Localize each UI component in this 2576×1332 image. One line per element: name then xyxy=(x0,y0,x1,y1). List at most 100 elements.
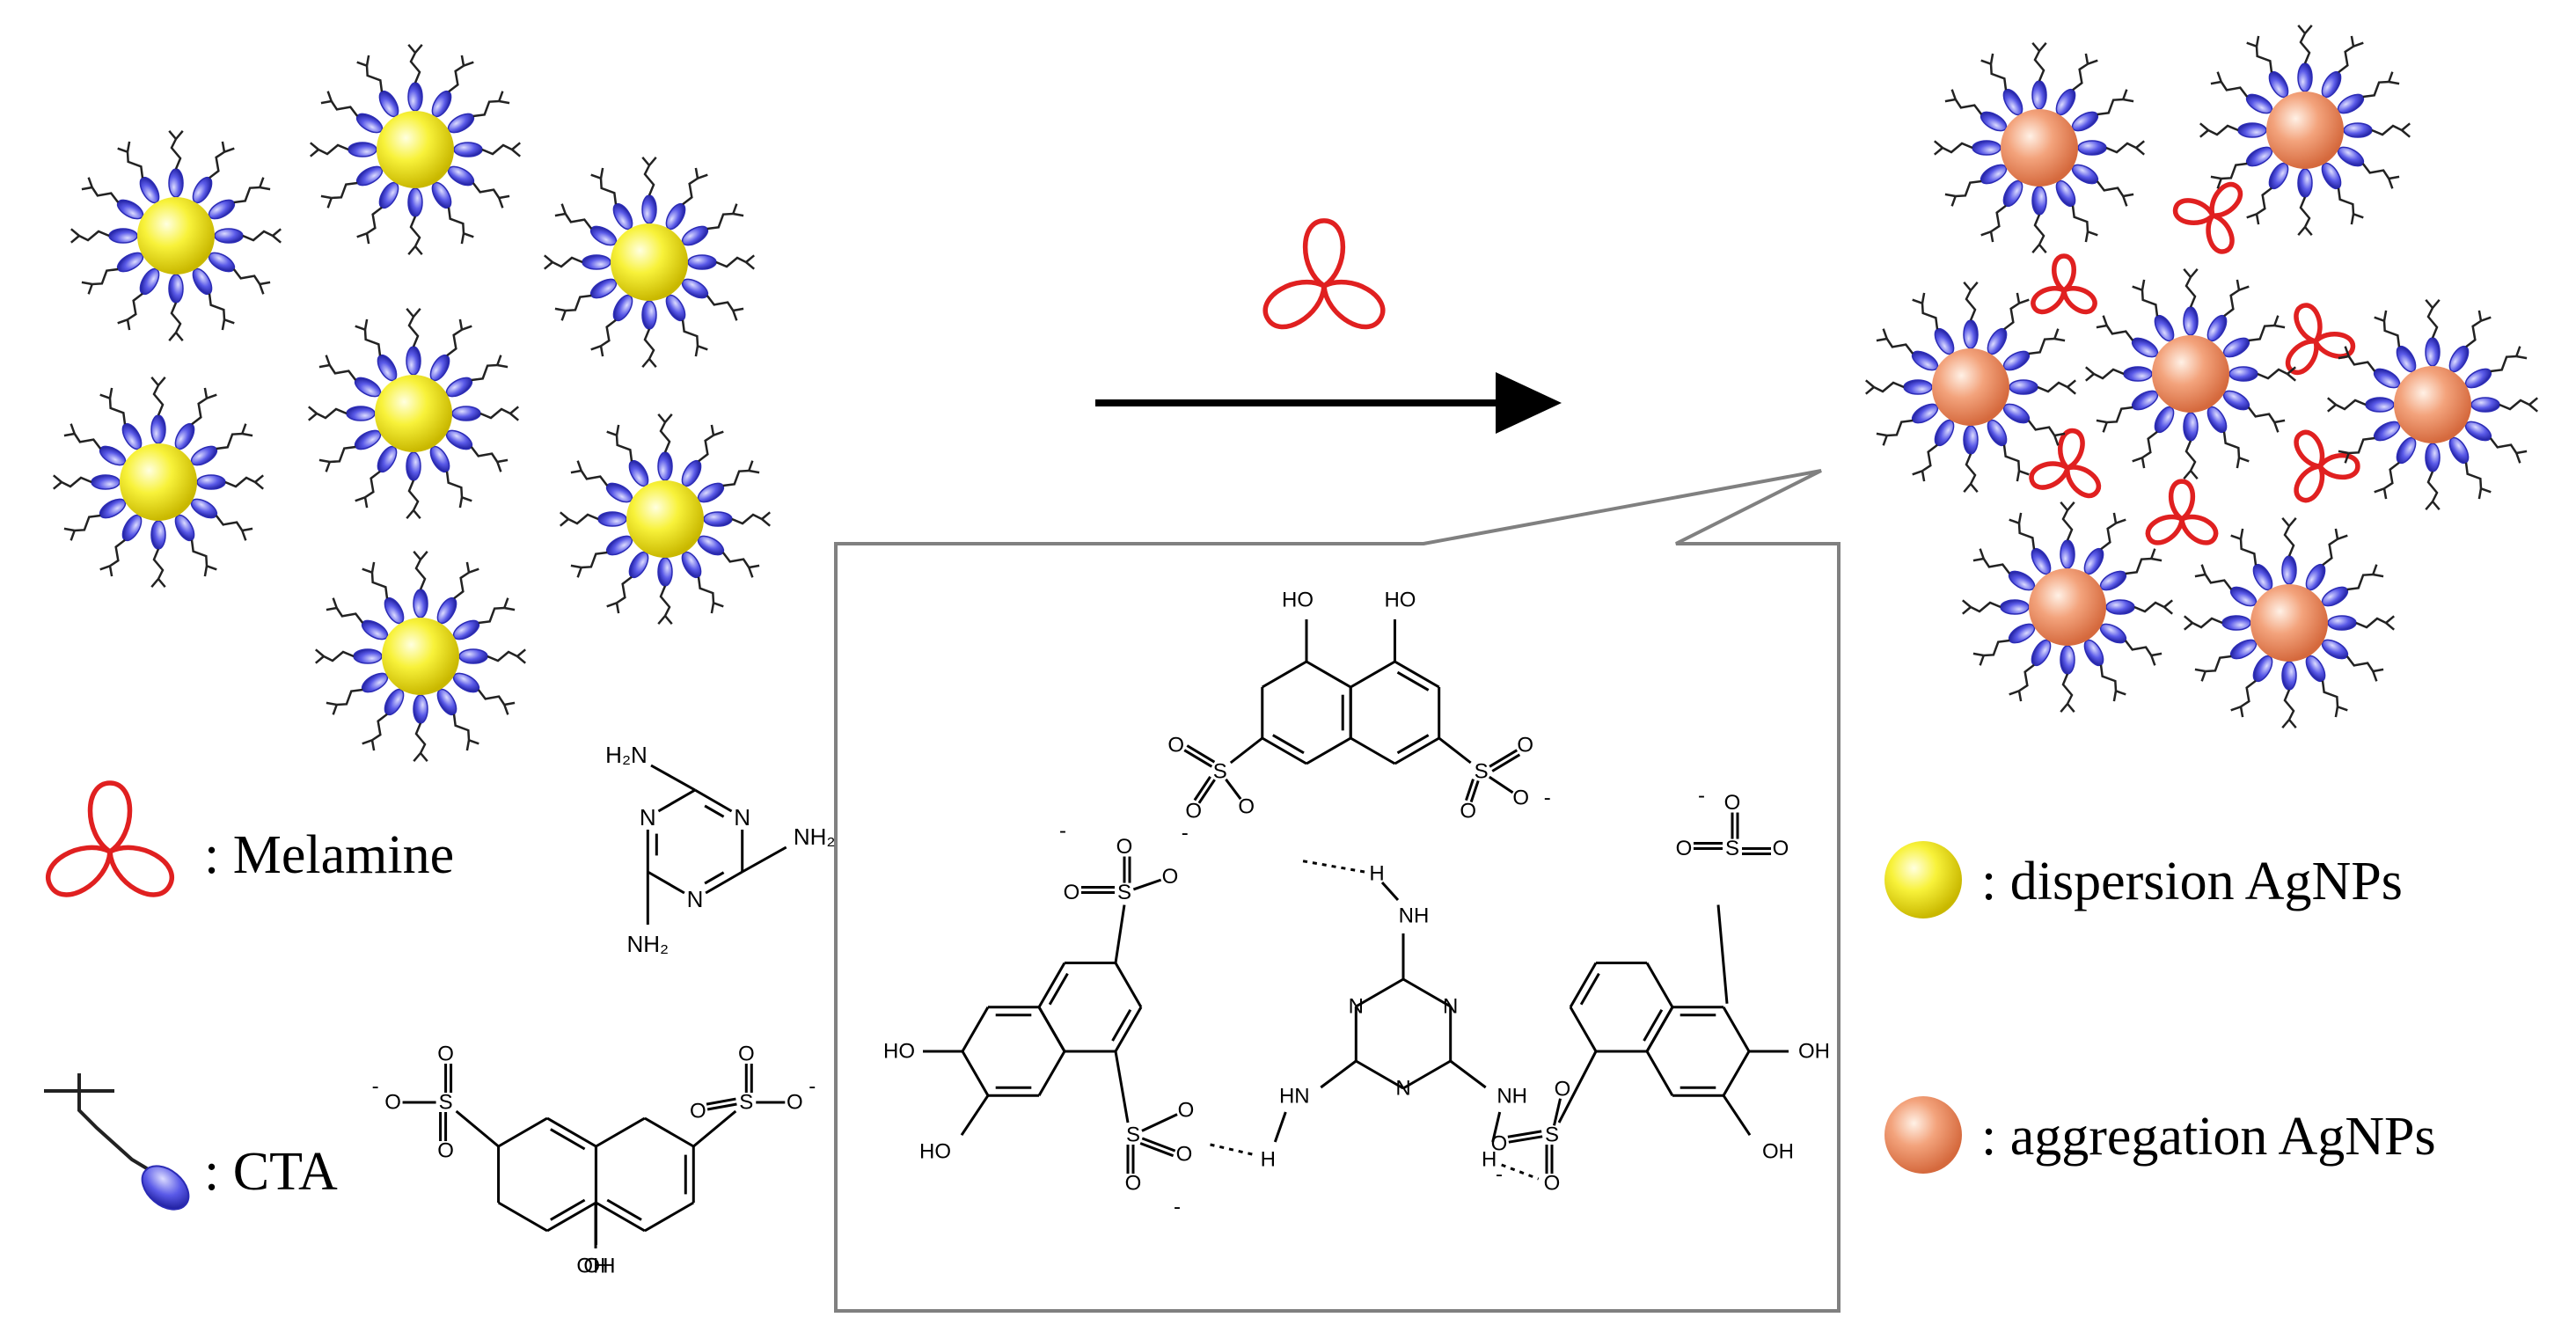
ligand xyxy=(2228,366,2296,382)
ligand xyxy=(657,557,673,625)
ligand xyxy=(1934,140,2002,156)
particle-core xyxy=(2266,91,2344,169)
ligand xyxy=(2132,406,2175,469)
melamine-bridge xyxy=(2029,428,2101,499)
ligand xyxy=(208,252,271,295)
aggregation-particle xyxy=(2199,25,2411,236)
ligand xyxy=(2071,164,2134,207)
hydroxyl-label: HO xyxy=(1282,589,1314,612)
ligand xyxy=(2230,528,2273,591)
ligand xyxy=(560,511,627,527)
ligand xyxy=(1912,419,1955,482)
ligand xyxy=(2338,346,2401,389)
ligand xyxy=(2194,639,2258,682)
ligand xyxy=(665,294,708,357)
ligand xyxy=(697,535,760,578)
ligand xyxy=(63,498,127,541)
ligand xyxy=(2338,421,2401,464)
hydroxyl-label: OH xyxy=(1798,1040,1830,1064)
ligand xyxy=(1865,379,1933,395)
ligand xyxy=(150,377,166,444)
aggregation-particle xyxy=(2184,517,2395,728)
hydroxyl-label: HO xyxy=(883,1040,915,1064)
ligand xyxy=(1962,599,2030,615)
oxygen-label: O xyxy=(1676,837,1693,860)
ligand xyxy=(429,318,472,382)
particle-core xyxy=(375,375,452,452)
trefoil-loop-icon xyxy=(46,780,174,897)
ligand xyxy=(1980,53,2023,116)
ligand xyxy=(2096,315,2159,358)
ligand xyxy=(2327,615,2395,631)
particle-core xyxy=(377,111,454,188)
ligand xyxy=(2099,548,2163,591)
particle-core xyxy=(626,480,704,558)
ligand xyxy=(681,424,724,487)
ligand xyxy=(2448,310,2492,373)
melamine-loop xyxy=(1262,218,1386,330)
particle-core xyxy=(2250,584,2328,662)
ligand xyxy=(697,460,760,503)
ligand xyxy=(1972,548,2036,591)
particle-core xyxy=(120,443,197,521)
ligand xyxy=(2230,655,2273,718)
ligand xyxy=(362,561,405,625)
dispersion-particle xyxy=(544,157,755,368)
ligand xyxy=(318,429,382,472)
ligand xyxy=(544,254,611,270)
amine-label: HN xyxy=(1279,1085,1310,1109)
nitrogen-label: N xyxy=(1443,995,1458,1019)
ligand xyxy=(53,474,121,490)
ligand xyxy=(70,228,138,244)
yellow-sphere-icon xyxy=(1884,841,1962,918)
ligand xyxy=(320,91,384,134)
ligand xyxy=(2083,639,2126,702)
ligand xyxy=(2464,346,2528,389)
ligand xyxy=(2183,412,2199,479)
ligand xyxy=(326,672,389,715)
ligand xyxy=(1963,282,1979,349)
hydrogen-label: H xyxy=(1261,1148,1276,1172)
oxygen-label: O xyxy=(1491,1132,1508,1156)
ligand xyxy=(453,142,521,157)
melamine-loop xyxy=(46,780,174,897)
oxygen-label: O xyxy=(1116,835,1133,859)
ligand xyxy=(1876,328,1939,371)
ligand xyxy=(2246,35,2289,99)
ligand xyxy=(681,203,744,246)
ligand xyxy=(2337,71,2400,114)
ligand xyxy=(362,688,405,751)
ligand xyxy=(2060,501,2075,569)
sulfur-label: S xyxy=(1725,837,1739,860)
ligand xyxy=(2327,397,2395,413)
ligand xyxy=(590,167,633,231)
particle-core xyxy=(137,197,215,274)
hydroxyl-label: HO xyxy=(919,1140,951,1164)
particle-core xyxy=(2029,568,2106,646)
ligand xyxy=(168,130,184,198)
hydroxyl-label: OH xyxy=(1762,1140,1794,1164)
cta-legend-label: : CTA xyxy=(204,1142,338,1202)
ligand xyxy=(2222,315,2286,358)
aggregation-particles xyxy=(1865,25,2538,728)
charge-label: - xyxy=(1182,822,1189,845)
nitrogen-label: N xyxy=(640,804,656,831)
oxygen-label: O xyxy=(1178,1099,1195,1123)
ligand xyxy=(590,294,633,357)
ligand xyxy=(2321,639,2384,682)
ligand xyxy=(2343,122,2411,138)
ligand xyxy=(413,551,428,618)
trefoil-loop-icon xyxy=(1262,218,1386,330)
amine-label: NH₂ xyxy=(626,931,669,957)
ligand xyxy=(2281,517,2297,585)
dispersion-particle xyxy=(310,44,521,255)
oxygen-label: O xyxy=(1238,795,1255,819)
ligand-tail-icon xyxy=(44,1073,190,1211)
